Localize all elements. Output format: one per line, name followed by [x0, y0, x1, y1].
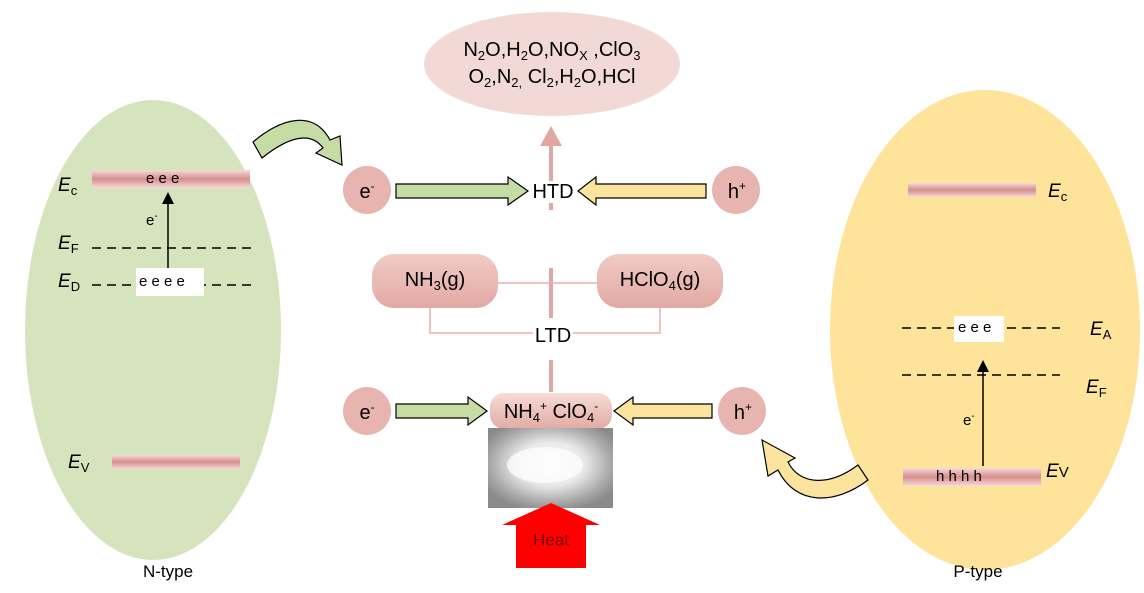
flow-arrowhead-up	[540, 126, 562, 146]
n-ef-label: EF	[58, 233, 79, 256]
p-vb-holes: h h h h	[936, 468, 982, 485]
p-acceptor-electrons: e e e	[958, 319, 992, 336]
p-valence-band	[903, 468, 1041, 486]
heat-label: Heat	[533, 530, 569, 550]
electron-circle-bottom	[343, 387, 391, 435]
n-ev-label: EV	[68, 452, 90, 475]
electron-label-bottom: e-	[359, 400, 375, 424]
nh3-pill	[372, 254, 498, 308]
p-ea-label: EA	[1090, 319, 1112, 342]
products-line-1: N2O,H2O,NOX ,ClO3	[463, 39, 641, 63]
ltd-label: LTD	[532, 325, 574, 347]
p-ef-label: EF	[1086, 377, 1107, 400]
htd-label: HTD	[530, 181, 576, 203]
green-arrow-to-ap	[395, 395, 489, 427]
p-acceptor-electron-box	[954, 316, 1004, 342]
p-ev-label: EV	[1046, 461, 1069, 482]
n-valence-band	[112, 455, 240, 469]
ap-powder-highlight	[507, 447, 583, 483]
p-ec-label: Ec	[1048, 181, 1068, 204]
n-donor-electrons: e e e e	[139, 273, 185, 290]
p-type-label: P-type	[953, 562, 1003, 581]
n-transition-label: e-	[146, 211, 158, 229]
n-conduction-band	[92, 170, 250, 188]
n-ed-label: ED	[58, 271, 81, 294]
products-ellipse	[424, 12, 680, 116]
p-transition-label: e-	[963, 411, 975, 429]
hclo4-label: HClO4(g)	[619, 269, 701, 293]
nh3-label: NH3(g)	[404, 269, 466, 293]
products-line-2: O2,N2, Cl2,H2O,HCl	[468, 66, 636, 90]
electron-circle-top	[343, 166, 391, 214]
n-cb-electrons: e e e	[146, 170, 180, 187]
p-type-curved-arrow	[761, 438, 869, 499]
n-type-label: N-type	[142, 562, 194, 581]
yellow-arrow-to-htd	[577, 175, 707, 207]
hole-label-bottom: h+	[733, 400, 753, 424]
hole-label-top: h+	[727, 179, 747, 203]
hole-circle-bottom	[718, 387, 766, 435]
hclo4-pill	[597, 254, 723, 308]
n-type-region	[25, 100, 281, 560]
ap-label-bar	[490, 393, 612, 429]
hole-circle-top	[712, 166, 760, 214]
heat-arrow	[502, 503, 600, 568]
n-type-curved-arrow	[252, 119, 343, 166]
electron-label-top: e-	[359, 179, 375, 203]
green-arrow-to-htd	[395, 175, 530, 207]
n-donor-electron-box	[136, 268, 204, 296]
p-conduction-band	[908, 183, 1036, 197]
n-ec-label: Ec	[58, 175, 78, 198]
yellow-arrow-to-ap	[612, 395, 713, 427]
ap-label: NH4+ ClO4-	[503, 399, 599, 425]
